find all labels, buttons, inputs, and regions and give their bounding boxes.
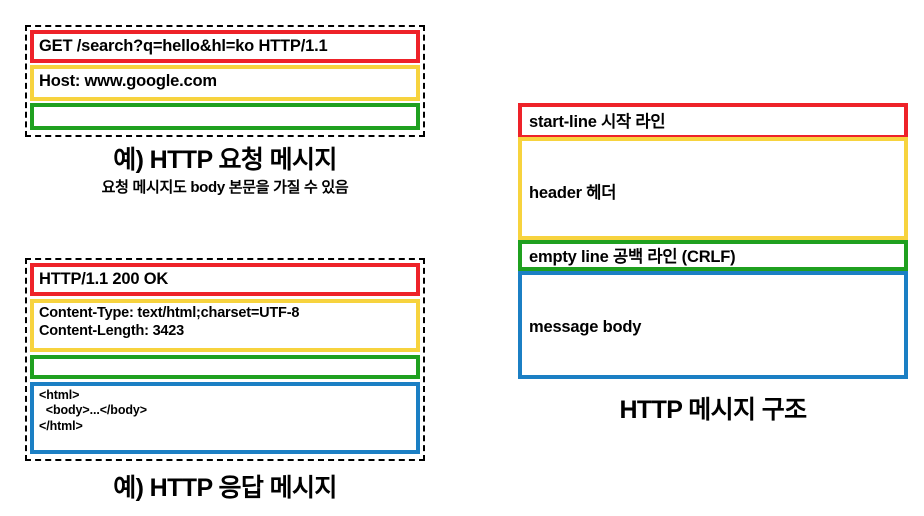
- response-empty-line-text: [34, 359, 416, 363]
- response-example-caption: 예) HTTP 응답 메시지: [113, 474, 337, 502]
- request-header-text: Host: www.google.com: [39, 72, 217, 90]
- request-example-caption: 예) HTTP 요청 메시지: [113, 146, 337, 174]
- structure-empty-line-text: empty line 공백 라인 (CRLF): [529, 248, 736, 266]
- response-message-body-text: <html> <body>...</body> </html>: [39, 388, 147, 433]
- request-start-line-box: GET /search?q=hello&hl=ko HTTP/1.1: [30, 30, 420, 63]
- http-response-example-frame: HTTP/1.1 200 OK Content-Type: text/html;…: [25, 258, 425, 461]
- response-start-line-text: HTTP/1.1 200 OK: [39, 270, 169, 288]
- structure-message-body-box: message body: [518, 271, 908, 379]
- http-request-example-frame: GET /search?q=hello&hl=ko HTTP/1.1 Host:…: [25, 25, 425, 137]
- response-header-box: Content-Type: text/html;charset=UTF-8 Co…: [30, 299, 420, 352]
- request-example-subcaption: 요청 메시지도 body 본문을 가질 수 있음: [101, 179, 349, 196]
- response-empty-line-box: [30, 355, 420, 379]
- structure-start-line-box: start-line 시작 라인: [518, 103, 908, 139]
- structure-start-line-text: start-line 시작 라인: [529, 113, 666, 131]
- request-header-box: Host: www.google.com: [30, 65, 420, 101]
- structure-header-text: header 헤더: [529, 184, 617, 202]
- request-empty-line-box: [30, 103, 420, 130]
- response-message-body-box: <html> <body>...</body> </html>: [30, 382, 420, 454]
- response-start-line-box: HTTP/1.1 200 OK: [30, 263, 420, 296]
- response-header-text: Content-Type: text/html;charset=UTF-8 Co…: [39, 305, 300, 339]
- structure-header-box: header 헤더: [518, 137, 908, 240]
- structure-empty-line-box: empty line 공백 라인 (CRLF): [518, 240, 908, 271]
- structure-caption: HTTP 메시지 구조: [619, 396, 807, 424]
- request-empty-line-text: [34, 107, 416, 111]
- request-start-line-text: GET /search?q=hello&hl=ko HTTP/1.1: [39, 37, 328, 55]
- structure-message-body-text: message body: [529, 318, 642, 336]
